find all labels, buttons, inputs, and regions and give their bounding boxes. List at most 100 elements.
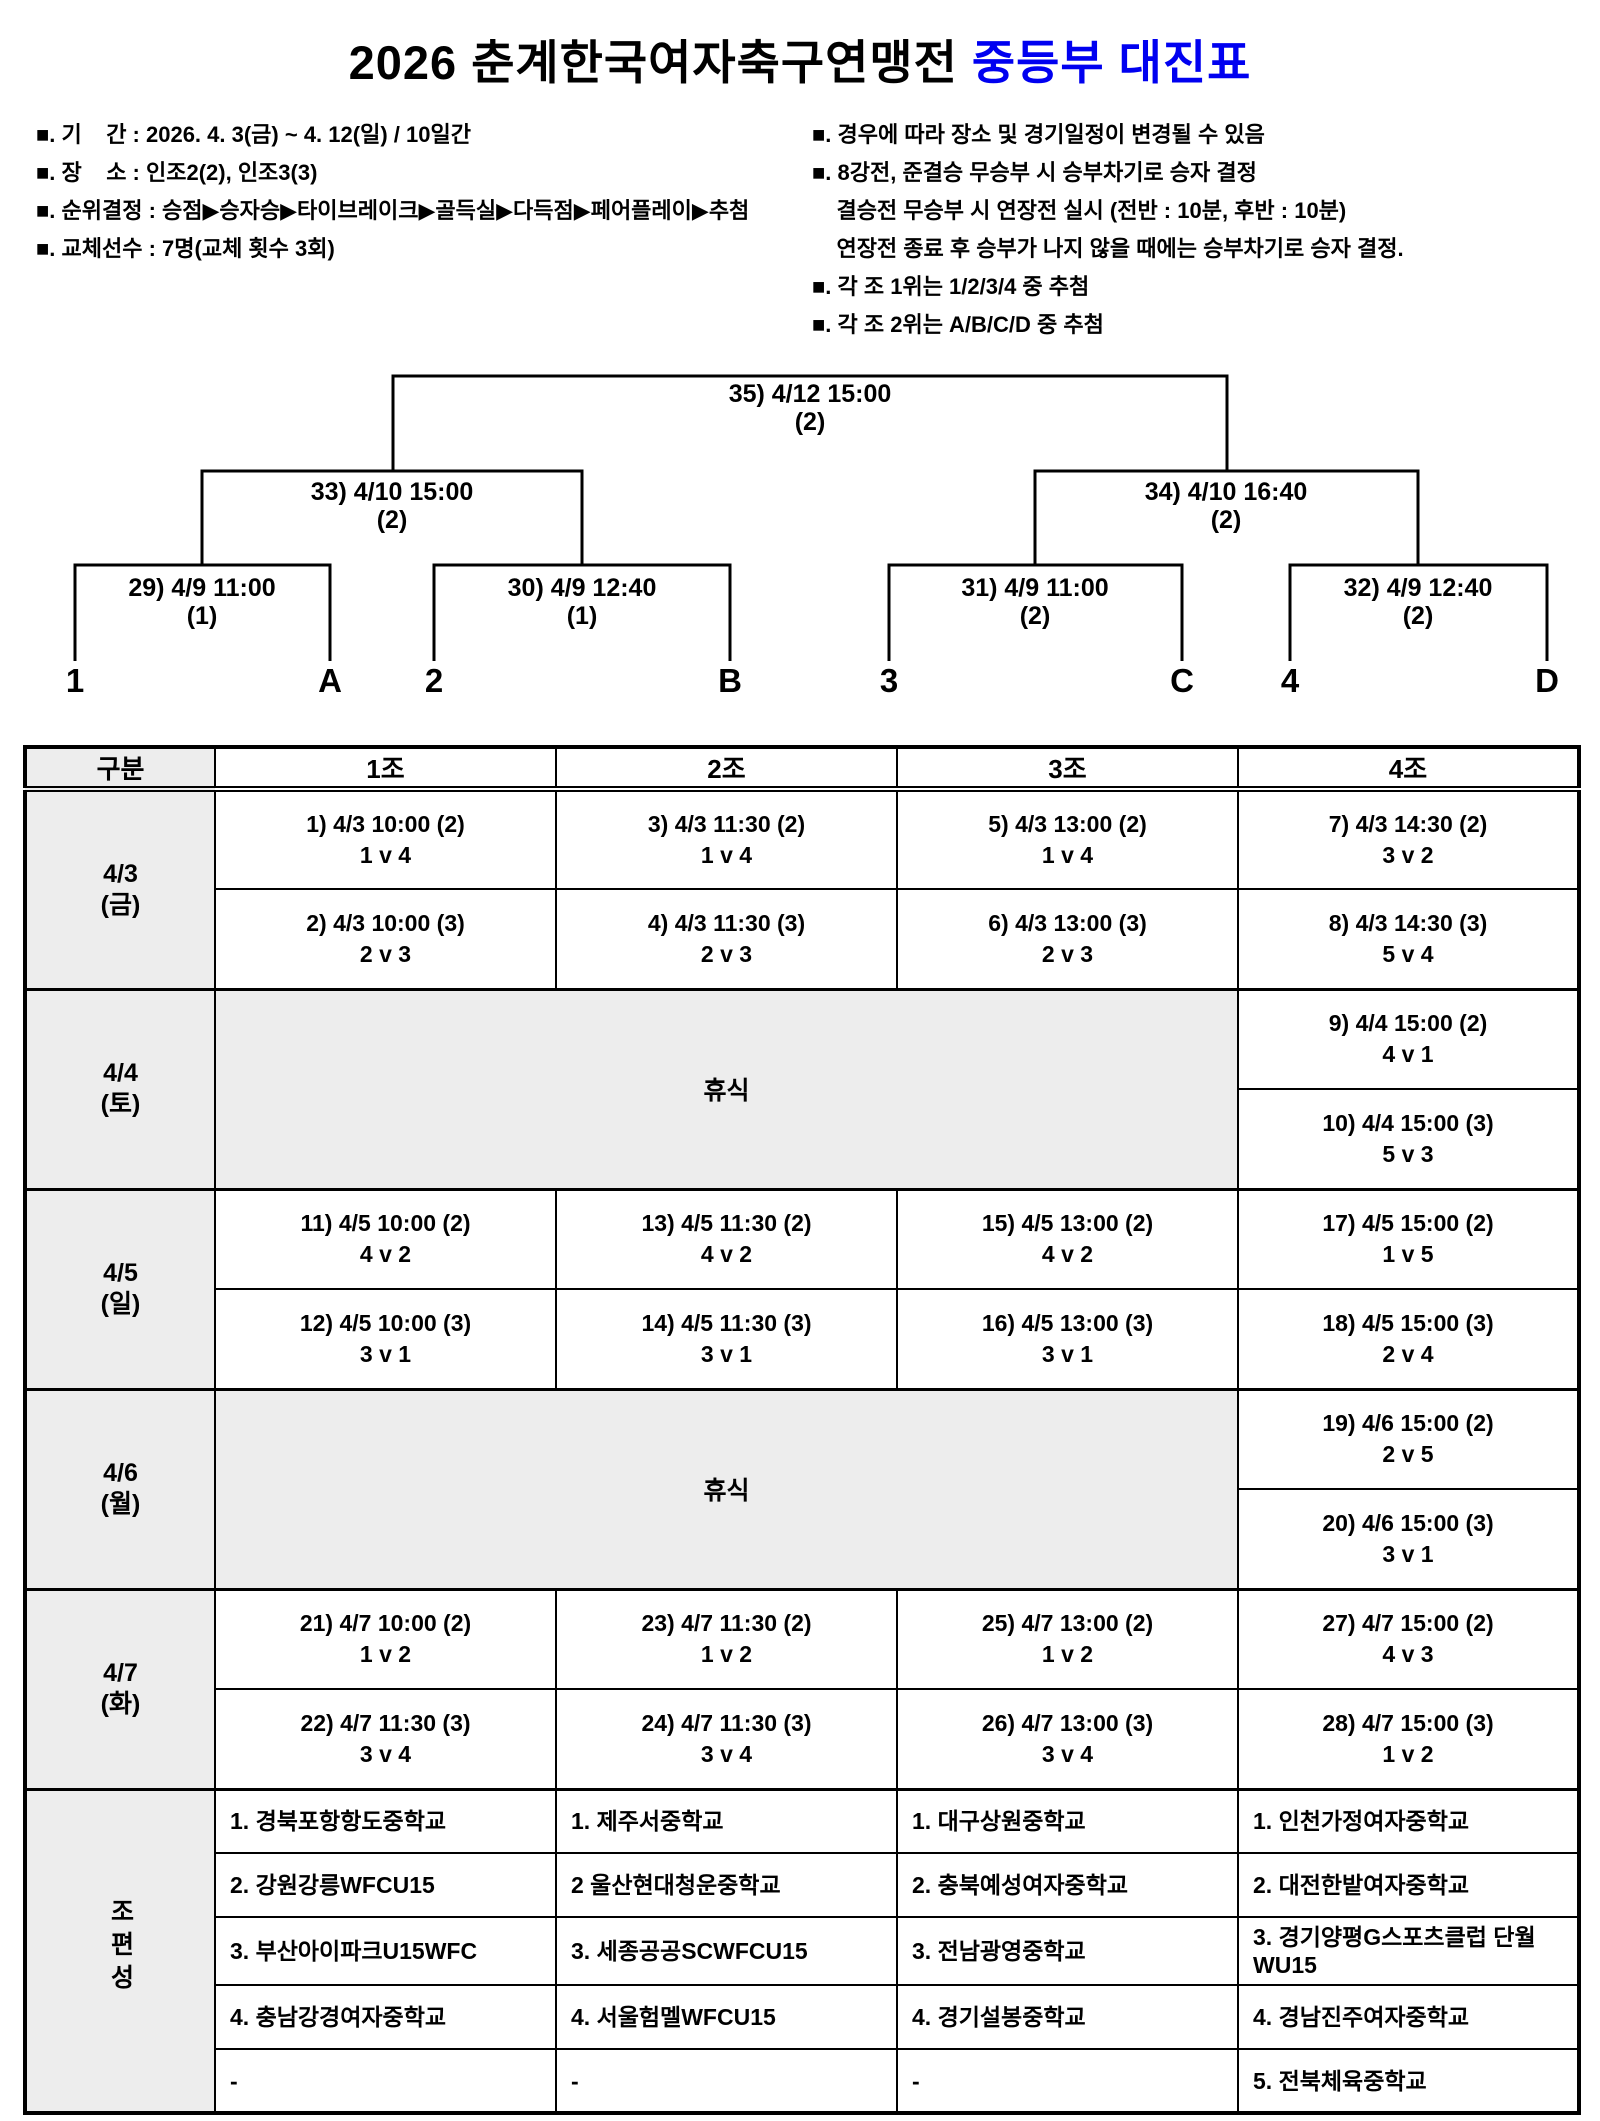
team-cell: 2 울산현대청운중학교	[555, 1852, 898, 1918]
info-line: ■. 경우에 따라 장소 및 경기일정이 변경될 수 있음	[812, 122, 1265, 147]
table-row: 조편성 1. 경북포항항도중학교 1. 제주서중학교 1. 대구상원중학교 1.…	[24, 1787, 1580, 2114]
match-cell: 13) 4/5 11:30 (2)4 v 2	[555, 1187, 898, 1290]
team-cell: 2. 충북예성여자중학교	[896, 1852, 1239, 1918]
qf-label: 31) 4/9 11:00	[961, 574, 1108, 602]
table-row: 2) 4/3 10:00 (3)2 v 3 4) 4/3 11:30 (3)2 …	[25, 888, 1580, 990]
qf-venue: (2)	[1403, 602, 1434, 630]
team-cell: 3. 경기양평G스포츠클럽 단월WU15	[1237, 1916, 1580, 1986]
date-cell: 4/4 (토)	[24, 987, 216, 1190]
match-cell: 28) 4/7 15:00 (3)1 v 2	[1237, 1688, 1580, 1790]
semi-right-label: 34) 4/10 16:40	[1145, 478, 1308, 506]
slot-label: 3	[880, 662, 898, 698]
groups-label: 조편성	[106, 1898, 135, 1998]
page-title: 2026 춘계한국여자축구연맹전 중등부 대진표	[0, 0, 1600, 93]
col-header-group1: 1조	[214, 746, 557, 792]
team-cell: -	[896, 2048, 1239, 2114]
slot-label: 1	[66, 662, 84, 698]
team-cell: -	[555, 2048, 898, 2114]
match-cell: 11) 4/5 10:00 (2)4 v 2	[214, 1187, 557, 1290]
date-cell: 4/6 (월)	[24, 1387, 216, 1590]
team-cell: -	[214, 2048, 557, 2114]
qf-venue: (2)	[1020, 602, 1051, 630]
team-cell: 3. 전남광영중학교	[896, 1916, 1239, 1986]
col-header-group4: 4조	[1237, 746, 1580, 792]
match-cell: 4) 4/3 11:30 (3)2 v 3	[555, 888, 898, 990]
match-cell: 10) 4/4 15:00 (3)5 v 3	[1237, 1088, 1580, 1190]
qf-label: 29) 4/9 11:00	[128, 574, 275, 602]
table-row: 12) 4/5 10:00 (3)3 v 1 14) 4/5 11:30 (3)…	[25, 1288, 1580, 1390]
table-header-row: 구분 1조 2조 3조 4조	[24, 746, 1580, 792]
info-line: ■. 순위결정 : 승점▶승자승▶타이브레이크▶골득실▶다득점▶페어플레이▶추첨	[36, 198, 750, 223]
slot-label: 4	[1281, 662, 1300, 698]
team-cell: 2. 대전한밭여자중학교	[1237, 1852, 1580, 1918]
match-cell: 19) 4/6 15:00 (2)2 v 5	[1237, 1387, 1580, 1490]
team-cell: 1. 대구상원중학교	[896, 1787, 1239, 1854]
match-cell: 22) 4/7 11:30 (3)3 v 4	[214, 1688, 557, 1790]
table-row: - - - 5. 전북체육중학교	[25, 2048, 1580, 2114]
info-line: ■. 장 소 : 인조2(2), 인조3(3)	[36, 160, 318, 185]
match-cell: 15) 4/5 13:00 (2)4 v 2	[896, 1187, 1239, 1290]
match-cell: 26) 4/7 13:00 (3)3 v 4	[896, 1688, 1239, 1790]
match-cell: 3) 4/3 11:30 (2)1 v 4	[555, 787, 898, 890]
qf-venue: (1)	[567, 602, 598, 630]
info-line: ■. 8강전, 준결승 무승부 시 승부차기로 승자 결정	[812, 160, 1257, 185]
table-row: 2. 강원강릉WFCU15 2 울산현대청운중학교 2. 충북예성여자중학교 2…	[25, 1852, 1580, 1918]
match-cell: 14) 4/5 11:30 (3)3 v 1	[555, 1288, 898, 1390]
title-division: 중등부 대진표	[971, 36, 1252, 89]
date-cell: 4/3 (금)	[24, 787, 216, 990]
match-cell: 8) 4/3 14:30 (3)5 v 4	[1237, 888, 1580, 990]
team-cell: 4. 경남진주여자중학교	[1237, 1984, 1580, 2050]
team-cell: 5. 전북체육중학교	[1237, 2048, 1580, 2114]
team-cell: 4. 충남강경여자중학교	[214, 1984, 557, 2050]
title-main: 2026 춘계한국여자축구연맹전	[348, 36, 958, 89]
info-right-column: ■. 경우에 따라 장소 및 경기일정이 변경될 수 있음 ■. 8강전, 준결…	[812, 116, 1404, 344]
match-cell: 5) 4/3 13:00 (2)1 v 4	[896, 787, 1239, 890]
semi-left-label: 33) 4/10 15:00	[311, 478, 474, 506]
table-row: 4/7 (화) 21) 4/7 10:00 (2)1 v 2 23) 4/7 1…	[24, 1587, 1580, 1790]
schedule-table: 구분 1조 2조 3조 4조 4/3 (금) 1) 4/3 10:00 (2)1…	[23, 745, 1581, 2115]
match-cell: 12) 4/5 10:00 (3)3 v 1	[214, 1288, 557, 1390]
table-row: 22) 4/7 11:30 (3)3 v 4 24) 4/7 11:30 (3)…	[25, 1688, 1580, 1790]
date-cell: 4/5 (일)	[24, 1187, 216, 1390]
slot-label: B	[718, 662, 742, 698]
groups-cell: 조편성	[24, 1787, 216, 2114]
date-cell: 4/7 (화)	[24, 1587, 216, 1790]
info-line: 결승전 무승부 시 연장전 실시 (전반 : 10분, 후반 : 10분)	[812, 198, 1347, 223]
info-line: ■. 각 조 2위는 A/B/C/D 중 추첨	[812, 312, 1104, 337]
table-row: 4/3 (금) 1) 4/3 10:00 (2)1 v 4 3) 4/3 11:…	[24, 787, 1580, 990]
match-cell: 7) 4/3 14:30 (2)3 v 2	[1237, 787, 1580, 890]
team-cell: 1. 인천가정여자중학교	[1237, 1787, 1580, 1854]
info-line: ■. 기 간 : 2026. 4. 3(금) ~ 4. 12(일) / 10일간	[36, 122, 471, 147]
col-header-group2: 2조	[555, 746, 898, 792]
match-cell: 23) 4/7 11:30 (2)1 v 2	[555, 1587, 898, 1690]
team-cell: 3. 세종공공SCWFCU15	[555, 1916, 898, 1986]
col-header-gubun: 구분	[24, 746, 216, 792]
info-line: 연장전 종료 후 승부가 나지 않을 때에는 승부차기로 승자 결정.	[812, 236, 1404, 261]
team-cell: 1. 제주서중학교	[555, 1787, 898, 1854]
match-cell: 24) 4/7 11:30 (3)3 v 4	[555, 1688, 898, 1790]
team-cell: 3. 부산아이파크U15WFC	[214, 1916, 557, 1986]
slot-label: 2	[425, 662, 443, 698]
semi-right-venue: (2)	[1211, 506, 1242, 534]
slot-label: C	[1170, 662, 1194, 698]
table-row: 4/6 (월) 휴식 19) 4/6 15:00 (2)2 v 5	[24, 1387, 1580, 1590]
qf-venue: (1)	[187, 602, 218, 630]
match-cell: 20) 4/6 15:00 (3)3 v 1	[1237, 1488, 1580, 1590]
table-row: 3. 부산아이파크U15WFC 3. 세종공공SCWFCU15 3. 전남광영중…	[25, 1916, 1580, 1986]
table-row: 20) 4/6 15:00 (3)3 v 1	[25, 1488, 1580, 1590]
match-cell: 1) 4/3 10:00 (2)1 v 4	[214, 787, 557, 890]
rest-cell: 휴식	[214, 987, 1239, 1190]
team-cell: 4. 서울험멜WFCU15	[555, 1984, 898, 2050]
info-line: ■. 각 조 1위는 1/2/3/4 중 추첨	[812, 274, 1090, 299]
match-cell: 25) 4/7 13:00 (2)1 v 2	[896, 1587, 1239, 1690]
info-left-column: ■. 기 간 : 2026. 4. 3(금) ~ 4. 12(일) / 10일간…	[36, 116, 749, 268]
info-line: ■. 교체선수 : 7명(교체 횟수 3회)	[36, 236, 335, 261]
table-row: 4/5 (일) 11) 4/5 10:00 (2)4 v 2 13) 4/5 1…	[24, 1187, 1580, 1390]
match-cell: 16) 4/5 13:00 (3)3 v 1	[896, 1288, 1239, 1390]
match-cell: 21) 4/7 10:00 (2)1 v 2	[214, 1587, 557, 1690]
final-match-label: 35) 4/12 15:00	[729, 380, 892, 408]
semi-left-venue: (2)	[377, 506, 408, 534]
qf-label: 32) 4/9 12:40	[1344, 574, 1493, 602]
slot-label: D	[1535, 662, 1559, 698]
match-cell: 18) 4/5 15:00 (3)2 v 4	[1237, 1288, 1580, 1390]
